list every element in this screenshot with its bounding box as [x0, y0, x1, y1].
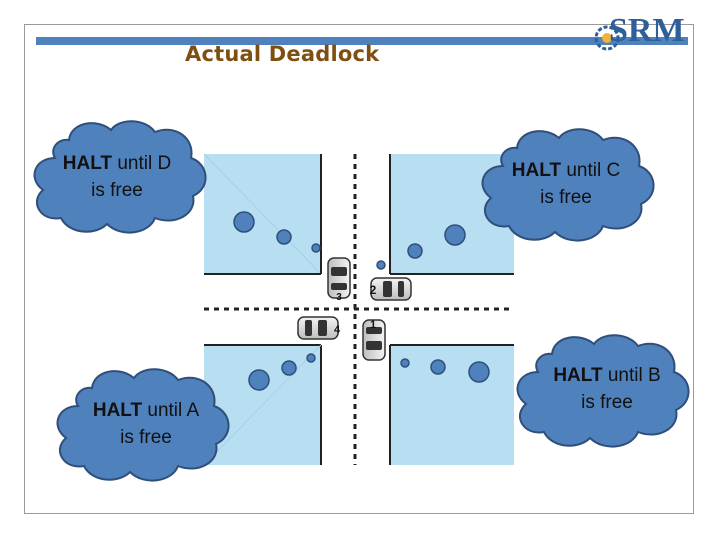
waiting-dots-bottom-left	[248, 353, 316, 391]
logo-text: SRM	[609, 16, 685, 49]
cloud-a-free: is free	[120, 427, 172, 448]
car-4-number: 4	[334, 324, 341, 336]
cloud-a-halt: HALT	[92, 400, 143, 421]
cloud-d-halt: HALT	[62, 153, 113, 174]
car-2-number: 2	[370, 283, 377, 297]
car-3-number: 3	[336, 292, 342, 303]
car-1-number: 1	[370, 319, 376, 331]
waiting-dots-bottom-right	[400, 358, 490, 383]
srm-logo: SRM	[593, 16, 697, 72]
logo-emblem-icon	[594, 25, 620, 51]
cloud-d	[33, 120, 207, 234]
block-bottom-right	[389, 344, 514, 465]
cloud-c	[481, 128, 655, 242]
cloud-a-until: until A	[142, 400, 200, 421]
car-4	[297, 316, 339, 340]
car-2	[370, 277, 412, 301]
cloud-a-label: HALT until A is free	[71, 397, 221, 451]
waiting-dots-top-left	[233, 211, 321, 253]
cloud-b-free: is free	[581, 392, 633, 413]
cloud-c-until: until C	[561, 160, 621, 181]
cloud-d-free: is free	[91, 180, 143, 201]
title-bar	[36, 37, 688, 45]
slide-frame	[24, 24, 694, 514]
car-1	[362, 319, 386, 361]
cloud-b-label: HALT until B is free	[532, 362, 682, 416]
cloud-b	[516, 334, 690, 448]
cloud-c-label: HALT until C is free	[491, 157, 641, 211]
cloud-d-until: until D	[112, 153, 172, 174]
block-top-left	[203, 153, 322, 275]
slide-title: Actual Deadlock	[185, 42, 380, 66]
block-bottom-left	[203, 344, 322, 466]
cloud-c-free: is free	[540, 187, 592, 208]
cloud-b-halt: HALT	[553, 365, 603, 386]
cloud-d-label: HALT until D is free	[42, 150, 192, 204]
cloud-a	[56, 368, 230, 482]
car-3	[327, 257, 351, 299]
cloud-b-until: until B	[602, 365, 661, 386]
cloud-c-halt: HALT	[511, 160, 562, 181]
waiting-dots-top-right	[376, 224, 466, 270]
